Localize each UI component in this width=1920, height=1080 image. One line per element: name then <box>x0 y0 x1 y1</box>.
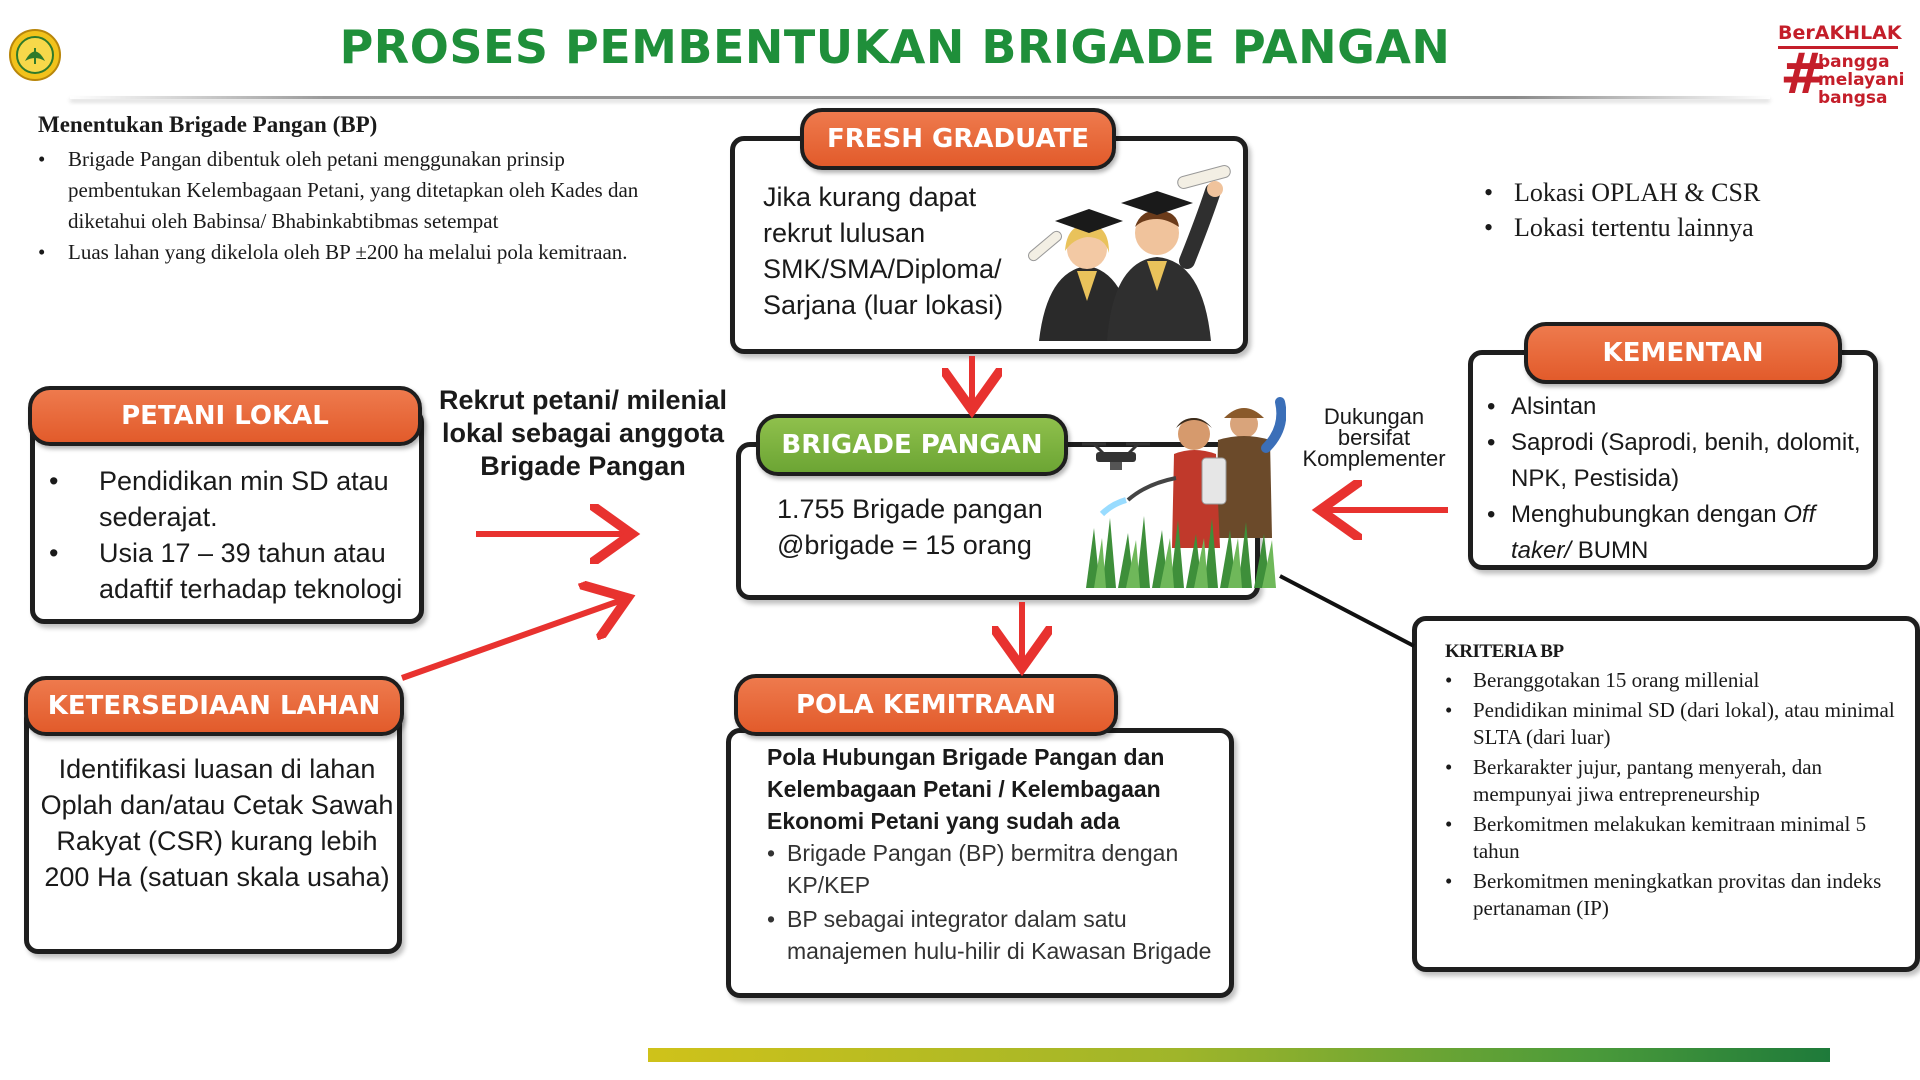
intro-section: Menentukan Brigade Pangan (BP) •Brigade … <box>38 112 658 268</box>
pola-kemitraan-box: Pola Hubungan Brigade Pangan dan Kelemba… <box>726 728 1234 998</box>
brigade-pangan-label: BRIGADE PANGAN <box>756 414 1068 476</box>
title-underline <box>70 96 1770 99</box>
fresh-graduate-label: FRESH GRADUATE <box>800 108 1116 170</box>
brand-tagline: bangga melayani bangsa <box>1818 52 1905 108</box>
brand-stripe <box>1778 46 1898 49</box>
location-item: •Lokasi OPLAH & CSR <box>1484 178 1761 207</box>
pola-kemitraan-bullet: •Brigade Pangan (BP) bermitra dengan KP/… <box>767 840 1179 898</box>
kriteria-heading: KRITERIA BP <box>1445 641 1564 662</box>
kementan-label: KEMENTAN <box>1524 322 1842 384</box>
fresh-graduate-box: Jika kurang dapat rekrut lulusan SMK/SMA… <box>730 136 1248 354</box>
arrow-lahan-to-brigade <box>400 600 622 681</box>
petani-lokal-bullet: •Pendidikan min SD atau sederajat. <box>49 466 389 532</box>
brand-logo: BerAKHLAK # bangga melayani bangsa <box>1778 22 1908 122</box>
petani-lokal-bullet: •Usia 17 – 39 tahun atau adaftif terhada… <box>49 538 403 604</box>
drone-icon <box>1082 442 1150 470</box>
kriteria-bullet: •Berkomitmen melakukan kemitraan minimal… <box>1445 812 1867 863</box>
kriteria-box: KRITERIA BP •Beranggotakan 15 orang mill… <box>1412 616 1920 972</box>
connector-to-kriteria <box>1279 574 1415 648</box>
ketersediaan-lahan-label: KETERSEDIAAN LAHAN <box>24 676 404 736</box>
kementan-box: •Alsintan •Saprodi (Saprodi, benih, dolo… <box>1468 350 1878 570</box>
intro-bullet: •Luas lahan yang dikelola oleh BP ±200 h… <box>38 240 628 264</box>
petani-lokal-label: PETANI LOKAL <box>28 386 422 446</box>
kriteria-bullet: •Beranggotakan 15 orang millenial <box>1445 668 1760 692</box>
intro-heading: Menentukan Brigade Pangan (BP) <box>38 112 378 137</box>
kriteria-bullet: •Berkomitmen meningkatkan provitas dan i… <box>1445 869 1882 920</box>
kementan-bullet: •Saprodi (Saprodi, benih, dolomit, NPK, … <box>1487 429 1861 492</box>
kriteria-bullet: •Pendidikan minimal SD (dari lokal), ata… <box>1445 698 1895 749</box>
fresh-graduate-text: Jika kurang dapat rekrut lulusan SMK/SMA… <box>763 182 1004 320</box>
brigade-pangan-line1: 1.755 Brigade pangan <box>777 494 1043 524</box>
intro-bullet: •Brigade Pangan dibentuk oleh petani men… <box>38 147 639 233</box>
brigade-pangan-line2: @brigade = 15 orang <box>777 530 1032 560</box>
ketersediaan-lahan-text: Identifikasi luasan di lahan Oplah dan/a… <box>40 754 394 892</box>
hashtag-icon: # <box>1780 42 1827 107</box>
pola-kemitraan-heading: Pola Hubungan Brigade Pangan dan Kelemba… <box>767 744 1165 834</box>
farmers-illustration <box>1082 397 1286 588</box>
graduates-illustration <box>1028 165 1231 341</box>
ketersediaan-lahan-box: Identifikasi luasan di lahan Oplah dan/a… <box>24 704 402 954</box>
recruit-caption: Rekrut petani/ milenial lokal sebagai an… <box>438 385 728 481</box>
pola-kemitraan-bullet: •BP sebagai integrator dalam satu manaje… <box>767 906 1212 964</box>
locations-list: •Lokasi OPLAH & CSR •Lokasi tertentu lai… <box>1484 175 1864 245</box>
kriteria-bullet: •Berkarakter jujur, pantang menyerah, da… <box>1445 755 1823 806</box>
rice-field <box>1086 516 1270 588</box>
kementan-bullet: •Alsintan <box>1487 393 1597 420</box>
location-item: •Lokasi tertentu lainnya <box>1484 213 1754 242</box>
support-caption: Dukungan bersifat Komplementer <box>1302 404 1446 471</box>
bottom-gradient-bar <box>648 1048 1830 1062</box>
page-title: PROSES PEMBENTUKAN BRIGADE PANGAN <box>339 20 1451 74</box>
kementan-bullet: •Menghubungkan dengan Off taker/ BUMN <box>1487 501 1816 564</box>
pola-kemitraan-label: POLA KEMITRAAN <box>734 674 1118 736</box>
ministry-logo <box>8 28 62 82</box>
brand-name: BerAKHLAK <box>1778 22 1902 44</box>
